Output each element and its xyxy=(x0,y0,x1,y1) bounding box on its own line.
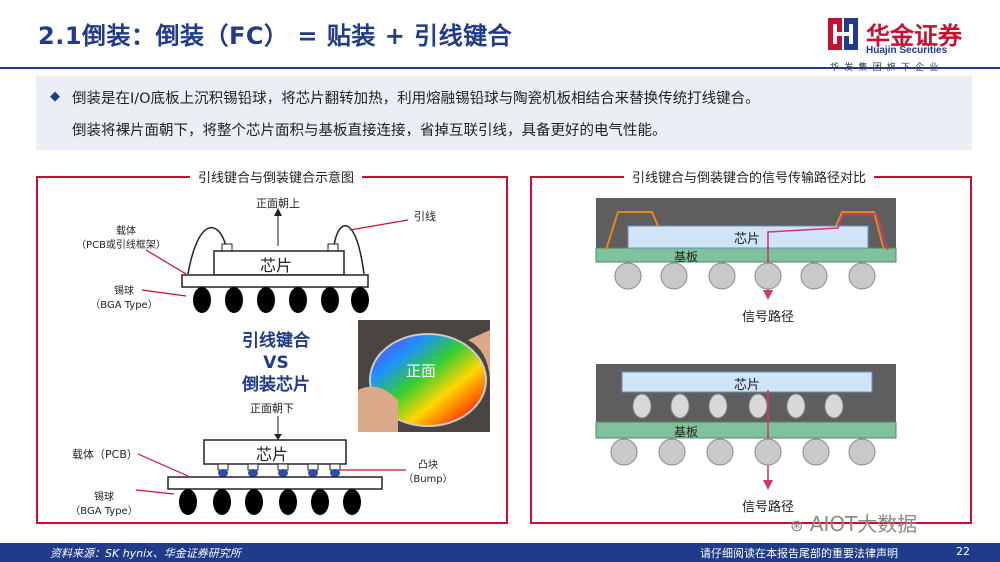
wafer-photo-label: 正面 xyxy=(406,362,437,380)
header-divider xyxy=(0,67,1000,69)
top-substrate-label: 基板 xyxy=(674,250,699,264)
bond-pad-right xyxy=(327,243,339,252)
summary-line-1: 倒装是在I/O底板上沉积锡铅球，将芯片翻转加热，利用熔融锡铅球与陶瓷机板相结合来… xyxy=(72,91,760,107)
top-signal-path xyxy=(767,213,889,294)
signal-path-panel: 引线键合与倒装键合的信号传输路径对比 xyxy=(530,167,972,524)
logo-chinese-name: 华金证券 xyxy=(866,22,962,50)
top-ball-label-line1: 锡球 xyxy=(114,286,134,297)
top-carrier xyxy=(181,274,369,288)
vs-line-vs: VS xyxy=(263,353,289,373)
top-chip-label: 芯片 xyxy=(734,232,761,247)
carrier-label-line1: 载体 xyxy=(116,226,136,237)
left-panel-title: 引线键合与倒装键合示意图 xyxy=(190,167,363,186)
footer-legal-notice: 请仔细阅读在本报告尾部的重要法律声明 xyxy=(700,547,898,560)
top-signal-label: 信号路径 xyxy=(742,310,795,325)
bottom-carrier xyxy=(167,476,383,490)
page-title: 2.1倒装：倒装（FC） = 贴装 + 引线键合 xyxy=(38,22,513,50)
footer-source: 资料来源：SK hynix、华金证券研究所 xyxy=(50,547,241,560)
bottom-ball-label-line1: 锡球 xyxy=(94,492,114,503)
bump-row xyxy=(217,463,341,477)
face-down-label: 正面朝下 xyxy=(250,402,294,415)
watermark: ⊛ AIOT大数据 xyxy=(790,508,917,537)
vs-line-wirebond: 引线键合 xyxy=(242,331,310,351)
bottom-bumps xyxy=(632,393,844,419)
summary-box: ◆ 倒装是在I/O底板上沉积锡铅球，将芯片翻转加热，利用熔融锡铅球与陶瓷机板相结… xyxy=(36,76,972,150)
watermark-text: AIOT大数据 xyxy=(809,512,918,536)
bond-pad-left xyxy=(221,243,233,252)
bottom-signal-label: 信号路径 xyxy=(742,500,795,515)
signal-diagram-svg xyxy=(595,198,897,490)
bottom-balls xyxy=(610,438,876,466)
company-logo: 华金证券 Huajin Securities 华发集团旗下企业 xyxy=(828,18,988,74)
bottom-chip-body xyxy=(621,371,873,393)
summary-line-2: 倒装将裸片面朝下，将整个芯片面积与基板直接连接，省掉互联引线，具备更好的电气性能… xyxy=(72,123,667,139)
carrier-label-line2: （PCB或引线框架） xyxy=(76,240,166,251)
wechat-icon: ⊛ xyxy=(790,516,804,535)
bottom-chip-label: 芯片 xyxy=(256,445,289,464)
bottom-ball-label-line2: （BGA Type） xyxy=(70,506,138,517)
top-chip xyxy=(213,250,345,276)
vs-block: 引线键合 VS 倒装芯片 xyxy=(216,330,336,396)
top-substrate xyxy=(595,247,897,263)
bond-wire-left xyxy=(187,227,227,275)
bottom-chip xyxy=(203,439,347,465)
bump-label-line2: （Bump） xyxy=(403,474,453,485)
page-number: 22 xyxy=(956,545,970,558)
vs-line-flipchip: 倒装芯片 xyxy=(242,375,310,395)
footer-bar: 资料来源：SK hynix、华金证券研究所 请仔细阅读在本报告尾部的重要法律声明… xyxy=(0,543,1000,562)
diagram-svg xyxy=(135,208,409,515)
wire-label: 引线 xyxy=(414,210,436,223)
bottom-substrate-label: 基板 xyxy=(674,425,699,439)
top-chip-label: 芯片 xyxy=(260,256,293,275)
bullet-diamond-icon: ◆ xyxy=(50,89,60,104)
bottom-carrier-label: 载体（PCB） xyxy=(72,448,138,461)
logo-english-name: Huajin Securities xyxy=(866,45,948,56)
bond-wire-right xyxy=(333,225,365,275)
face-up-label: 正面朝上 xyxy=(256,197,300,210)
bottom-chip-label: 芯片 xyxy=(734,378,761,393)
top-balls xyxy=(614,262,876,290)
top-wire-left xyxy=(605,211,659,251)
bottom-solder-balls xyxy=(179,489,361,515)
top-chip-body xyxy=(627,225,869,249)
bump-label-line1: 凸块 xyxy=(418,460,438,471)
right-panel-title: 引线键合与倒装键合的信号传输路径对比 xyxy=(624,167,875,186)
bottom-substrate xyxy=(595,421,897,439)
huajin-logo-icon xyxy=(828,18,858,50)
top-wire-right xyxy=(835,211,885,251)
top-solder-balls xyxy=(193,287,369,313)
wafer-image-icon xyxy=(358,320,490,432)
wirebond-vs-flipchip-panel: 引线键合与倒装键合示意图 xyxy=(36,167,508,524)
wafer-photo: 正面 xyxy=(358,320,490,432)
top-ball-label-line2: （BGA Type） xyxy=(90,300,158,311)
